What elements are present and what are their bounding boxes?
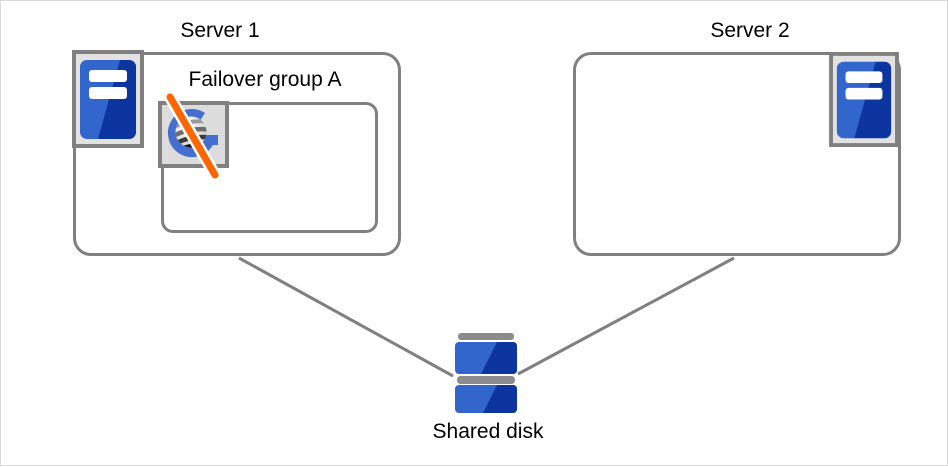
server1-label: Server 1 bbox=[180, 19, 260, 42]
failover-group-label: Failover group A bbox=[188, 68, 342, 91]
application-stopped-icon bbox=[158, 91, 229, 181]
connector-server2-shared-disk bbox=[517, 256, 735, 376]
shared-disk-label: Shared disk bbox=[432, 420, 544, 443]
shared-disk-icon bbox=[455, 333, 517, 413]
server2-label: Server 2 bbox=[710, 19, 790, 42]
server-tower-icon bbox=[829, 52, 899, 147]
connector-server1-shared-disk bbox=[238, 256, 454, 378]
server-tower-icon bbox=[72, 50, 144, 148]
stop-slash-icon bbox=[164, 91, 221, 181]
